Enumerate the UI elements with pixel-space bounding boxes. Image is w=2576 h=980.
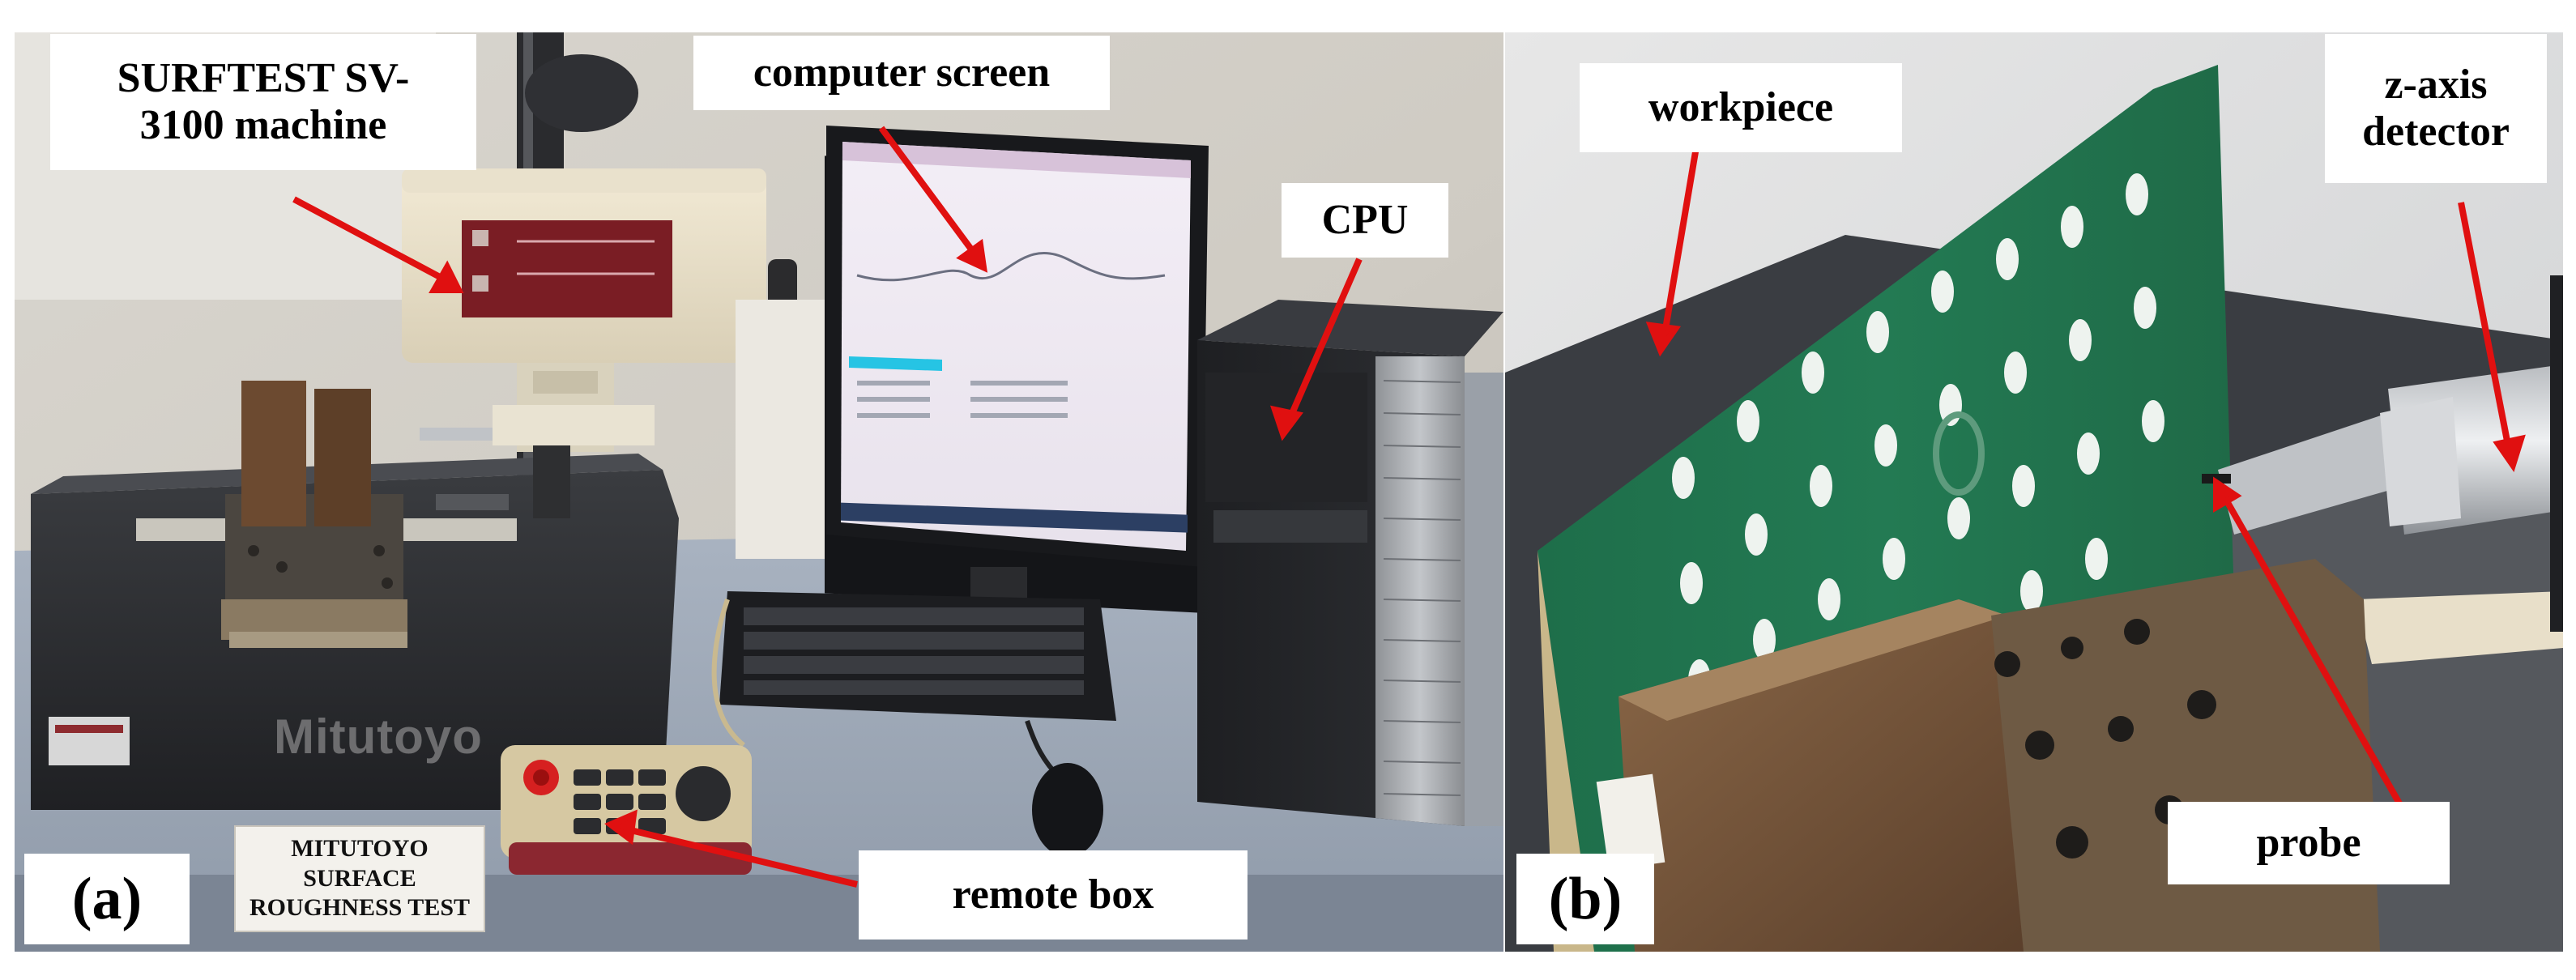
pointer-arrows (292, 126, 1363, 888)
lab-setup-photo (15, 32, 1503, 952)
label-detector-line-2: detector (2362, 109, 2510, 155)
label-cpu: CPU (1282, 183, 1448, 258)
label-z-axis-detector: z-axis detector (2325, 34, 2547, 183)
label-computer-screen: computer screen (693, 36, 1110, 110)
label-machine-line-1: SURFTEST SV- (117, 54, 410, 101)
panel-tag-b: (b) (1516, 854, 1654, 944)
sign-line-2: SURFACE (303, 864, 416, 892)
panel-tag-a: (a) (24, 854, 190, 944)
pointer-arrows-b (1645, 127, 2526, 828)
sign-line-1: MITUTOYO (291, 835, 429, 862)
label-probe: probe (2168, 802, 2450, 884)
sign-card: MITUTOYO SURFACE ROUGHNESS TEST (238, 834, 481, 923)
probe-closeup-photo (1505, 32, 2563, 952)
photo-panel-a: Mitutoyo MITUTOYO SURFACE ROUGHNESS TEST… (15, 32, 1503, 952)
sign-line-3: ROUGHNESS TEST (249, 894, 471, 922)
label-remote-box: remote box (859, 850, 1247, 940)
label-machine: SURFTEST SV- 3100 machine (50, 34, 476, 170)
photo-panel-b: workpiece z-axis detector probe (b) (1505, 32, 2563, 952)
granite-brand-text: Mitutoyo (274, 709, 483, 764)
label-detector-line-1: z-axis (2384, 61, 2488, 108)
label-machine-line-2: 3100 machine (139, 102, 387, 148)
label-workpiece: workpiece (1580, 63, 1902, 152)
